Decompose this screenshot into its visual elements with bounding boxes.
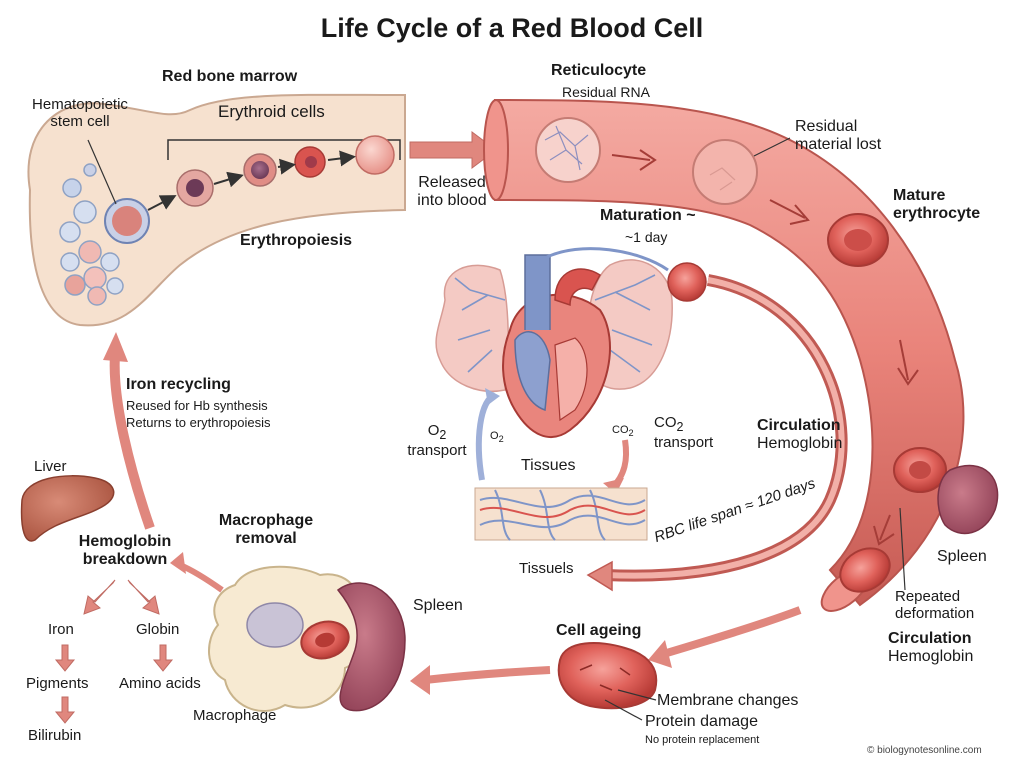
tissues-label: Tissues: [521, 457, 576, 474]
globin-label: Globin: [136, 621, 180, 638]
iron-label: Iron: [48, 621, 74, 638]
capillary-bed: [474, 487, 648, 541]
credit-label: © biologynotesonline.com: [867, 745, 982, 756]
co2-small-label: CO2: [612, 424, 634, 439]
iron-recycling-heading: Iron recycling: [126, 376, 231, 393]
tissuels-label: Tissuels: [519, 560, 574, 577]
aged-rbc-shape: [557, 642, 658, 721]
iron-recycling-line1: Reused for Hb synthesis: [126, 398, 268, 413]
diagram-title: Life Cycle of a Red Blood Cell: [320, 13, 704, 43]
circulating-rbc-shape: [667, 262, 707, 302]
erythroid-label: Erythroid cells: [218, 102, 325, 121]
spleen-right-label: Spleen: [937, 548, 987, 565]
protein-label: Protein damage: [645, 713, 758, 730]
macrophage-spleen-label: Spleen: [413, 597, 463, 614]
reticulocyte-heading: Reticulocyte: [551, 62, 647, 79]
cell-ageing-heading: Cell ageing: [556, 622, 642, 639]
macrophage-label: Macrophage: [193, 707, 277, 724]
pigments-label: Pigments: [26, 675, 89, 692]
bilirubin-label: Bilirubin: [28, 727, 82, 744]
amino-acids-label: Amino acids: [119, 675, 201, 692]
iron-recycling-line2: Returns to erythropoiesis: [126, 415, 271, 430]
blood-vessel: [483, 98, 965, 612]
no-replacement-label: No protein replacement: [645, 734, 760, 746]
o2-small-label: O2: [490, 430, 504, 445]
bone-marrow-region: [27, 93, 406, 327]
erythropoiesis-label: Erythropoiesis: [240, 232, 353, 249]
macrophage-shape: [207, 565, 406, 712]
spleen-right-shape: [937, 464, 999, 535]
liver-shape: [20, 475, 115, 542]
maturation-label: Maturation ~: [600, 207, 696, 224]
maturation-time: ~1 day: [625, 229, 668, 245]
membrane-label: Membrane changes: [657, 692, 799, 709]
heart-lungs: [435, 247, 673, 494]
residual-rna-label: Residual RNA: [562, 84, 650, 100]
liver-label: Liver: [34, 458, 67, 475]
marrow-heading: Red bone marrow: [162, 68, 298, 85]
